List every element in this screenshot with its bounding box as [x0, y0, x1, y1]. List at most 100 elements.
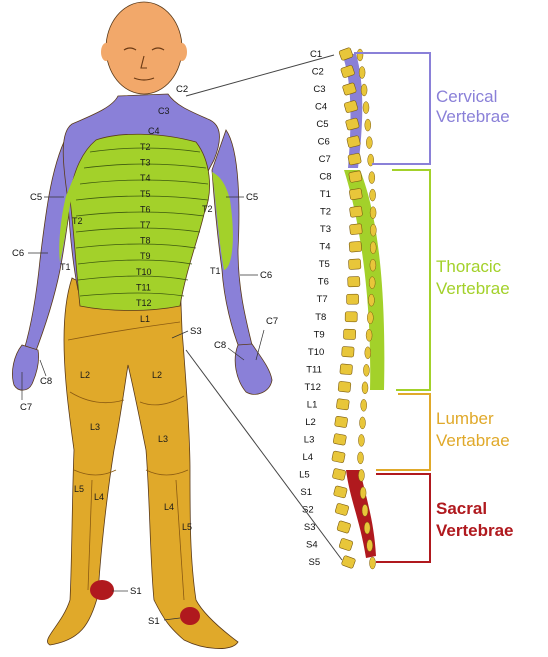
vertebra-l5	[332, 468, 346, 481]
vertebra-c3	[342, 82, 357, 96]
vertebra-label-t1: T1	[320, 189, 331, 200]
label-l2-left: L2	[80, 370, 90, 380]
thoracic-title-line1: Thoracic	[436, 257, 502, 276]
group-brackets	[354, 52, 431, 563]
vertebra-c2	[340, 65, 355, 78]
vertebra-label-l3: L3	[304, 434, 315, 445]
left-hand	[12, 344, 39, 391]
label-c4: C4	[148, 126, 160, 136]
vertebra-c5	[345, 117, 360, 131]
spinous-process-s5	[369, 556, 376, 570]
cervical-title-line2: Vertebrae	[436, 107, 510, 126]
trunk-label-t4: T4	[140, 173, 151, 183]
vertebra-t9	[343, 328, 357, 340]
right-ear	[177, 43, 187, 61]
vertebra-t7	[346, 293, 359, 305]
spinous-process-t7	[368, 293, 375, 307]
label-c6-right: C6	[260, 270, 272, 281]
right-hand	[234, 343, 273, 395]
vertebra-c7	[347, 153, 362, 166]
vertebra-l3	[333, 433, 347, 446]
spinous-process-t2	[369, 206, 377, 219]
vertebra-label-t8: T8	[315, 312, 326, 323]
vertebra-label-c2: C2	[312, 67, 324, 78]
label-c7-right: C7	[266, 316, 278, 327]
leader-line-c1	[185, 54, 335, 97]
cervical-bracket	[354, 52, 431, 165]
label-t1-right: T1	[210, 266, 221, 276]
label-c5-left: C5	[30, 192, 42, 203]
body-dermatome-labels: C2 C3 C4 C5 C5 C6 C6 T2 T2 T1 T1 C7 C7 C…	[12, 84, 278, 627]
vertebra-l1	[336, 398, 350, 411]
left-eye	[123, 47, 137, 51]
vertebra-t11	[339, 363, 353, 375]
sacral-title-line2: Vertebrae	[436, 521, 514, 540]
spinous-process-l4	[357, 451, 364, 465]
label-c5-right: C5	[246, 192, 258, 203]
left-arm-thoracic-strip	[59, 172, 76, 262]
label-l4-right: L4	[164, 502, 174, 512]
label-t2-left: T2	[72, 216, 83, 226]
vertebra-s5	[341, 555, 356, 569]
vertebra-label-s4: S4	[306, 540, 318, 551]
right-eye	[151, 47, 165, 51]
vertebra-label-c6: C6	[318, 137, 330, 148]
spinous-process-c5	[364, 118, 372, 132]
trunk-label-t8: T8	[140, 236, 151, 246]
mouth	[133, 77, 155, 81]
vertebra-label-c8: C8	[319, 172, 331, 183]
vertebra-label-t4: T4	[319, 242, 330, 253]
vertebra-t12	[337, 381, 352, 393]
spinous-process-s1	[359, 486, 367, 500]
label-c7-left: C7	[20, 402, 32, 413]
left-heel-s1	[90, 580, 114, 600]
vertebra-label-s3: S3	[304, 522, 316, 533]
spinous-process-l2	[359, 416, 366, 430]
vertebra-label-s1: S1	[300, 487, 312, 498]
label-l5-right: L5	[182, 522, 192, 532]
right-heel-s1	[180, 607, 200, 625]
spinous-process-l5	[358, 469, 365, 482]
lumbar-bracket	[376, 393, 431, 471]
vertebra-label-t6: T6	[318, 277, 329, 288]
vertebra-label-c1: C1	[310, 49, 322, 60]
vertebra-label-t7: T7	[317, 294, 328, 305]
label-c3: C3	[158, 106, 170, 116]
vertebra-t5	[348, 258, 362, 270]
trunk-label-t7: T7	[140, 220, 151, 230]
spinous-process-c4	[362, 101, 370, 114]
vertebra-labels: C1C2C3C4C5C6C7C8T1T2T3T4T5T6T7T8T9T10T11…	[299, 49, 331, 568]
vertebra-l2	[334, 416, 348, 428]
trunk-band-lines	[75, 147, 209, 297]
vertebra-c6	[346, 135, 361, 148]
leader-line-s5	[185, 349, 343, 561]
vertebra-t8	[344, 311, 358, 323]
spinous-process-s3	[363, 521, 371, 535]
spine	[331, 47, 385, 570]
vertebra-label-t9: T9	[314, 329, 325, 340]
vertebra-label-l1: L1	[307, 399, 318, 410]
legs-region	[47, 276, 239, 649]
lumbar-title-line2: Vertabrae	[436, 431, 510, 450]
label-l1: L1	[140, 314, 150, 324]
label-l2-right: L2	[152, 370, 162, 380]
spinal-cord-sacral	[346, 470, 376, 558]
spinous-process-t8	[367, 311, 374, 325]
vertebra-c8	[348, 170, 363, 183]
vertebra-label-t11: T11	[306, 364, 322, 375]
vertebra-label-s5: S5	[309, 557, 321, 568]
spinous-process-t11	[363, 364, 370, 377]
sacral-title-line1: Sacral	[436, 499, 487, 518]
vertebra-t1	[349, 188, 363, 200]
vertebra-t3	[349, 223, 363, 235]
vertebra-label-t12: T12	[305, 382, 321, 393]
spinous-process-c8	[368, 171, 376, 184]
vertebra-s1	[333, 485, 348, 499]
spinous-process-t6	[368, 276, 376, 289]
spinous-process-t3	[370, 223, 377, 237]
label-c2: C2	[176, 84, 188, 95]
spinous-process-c3	[360, 83, 368, 97]
spinous-process-c1	[356, 48, 364, 62]
spinous-process-c6	[366, 136, 373, 149]
